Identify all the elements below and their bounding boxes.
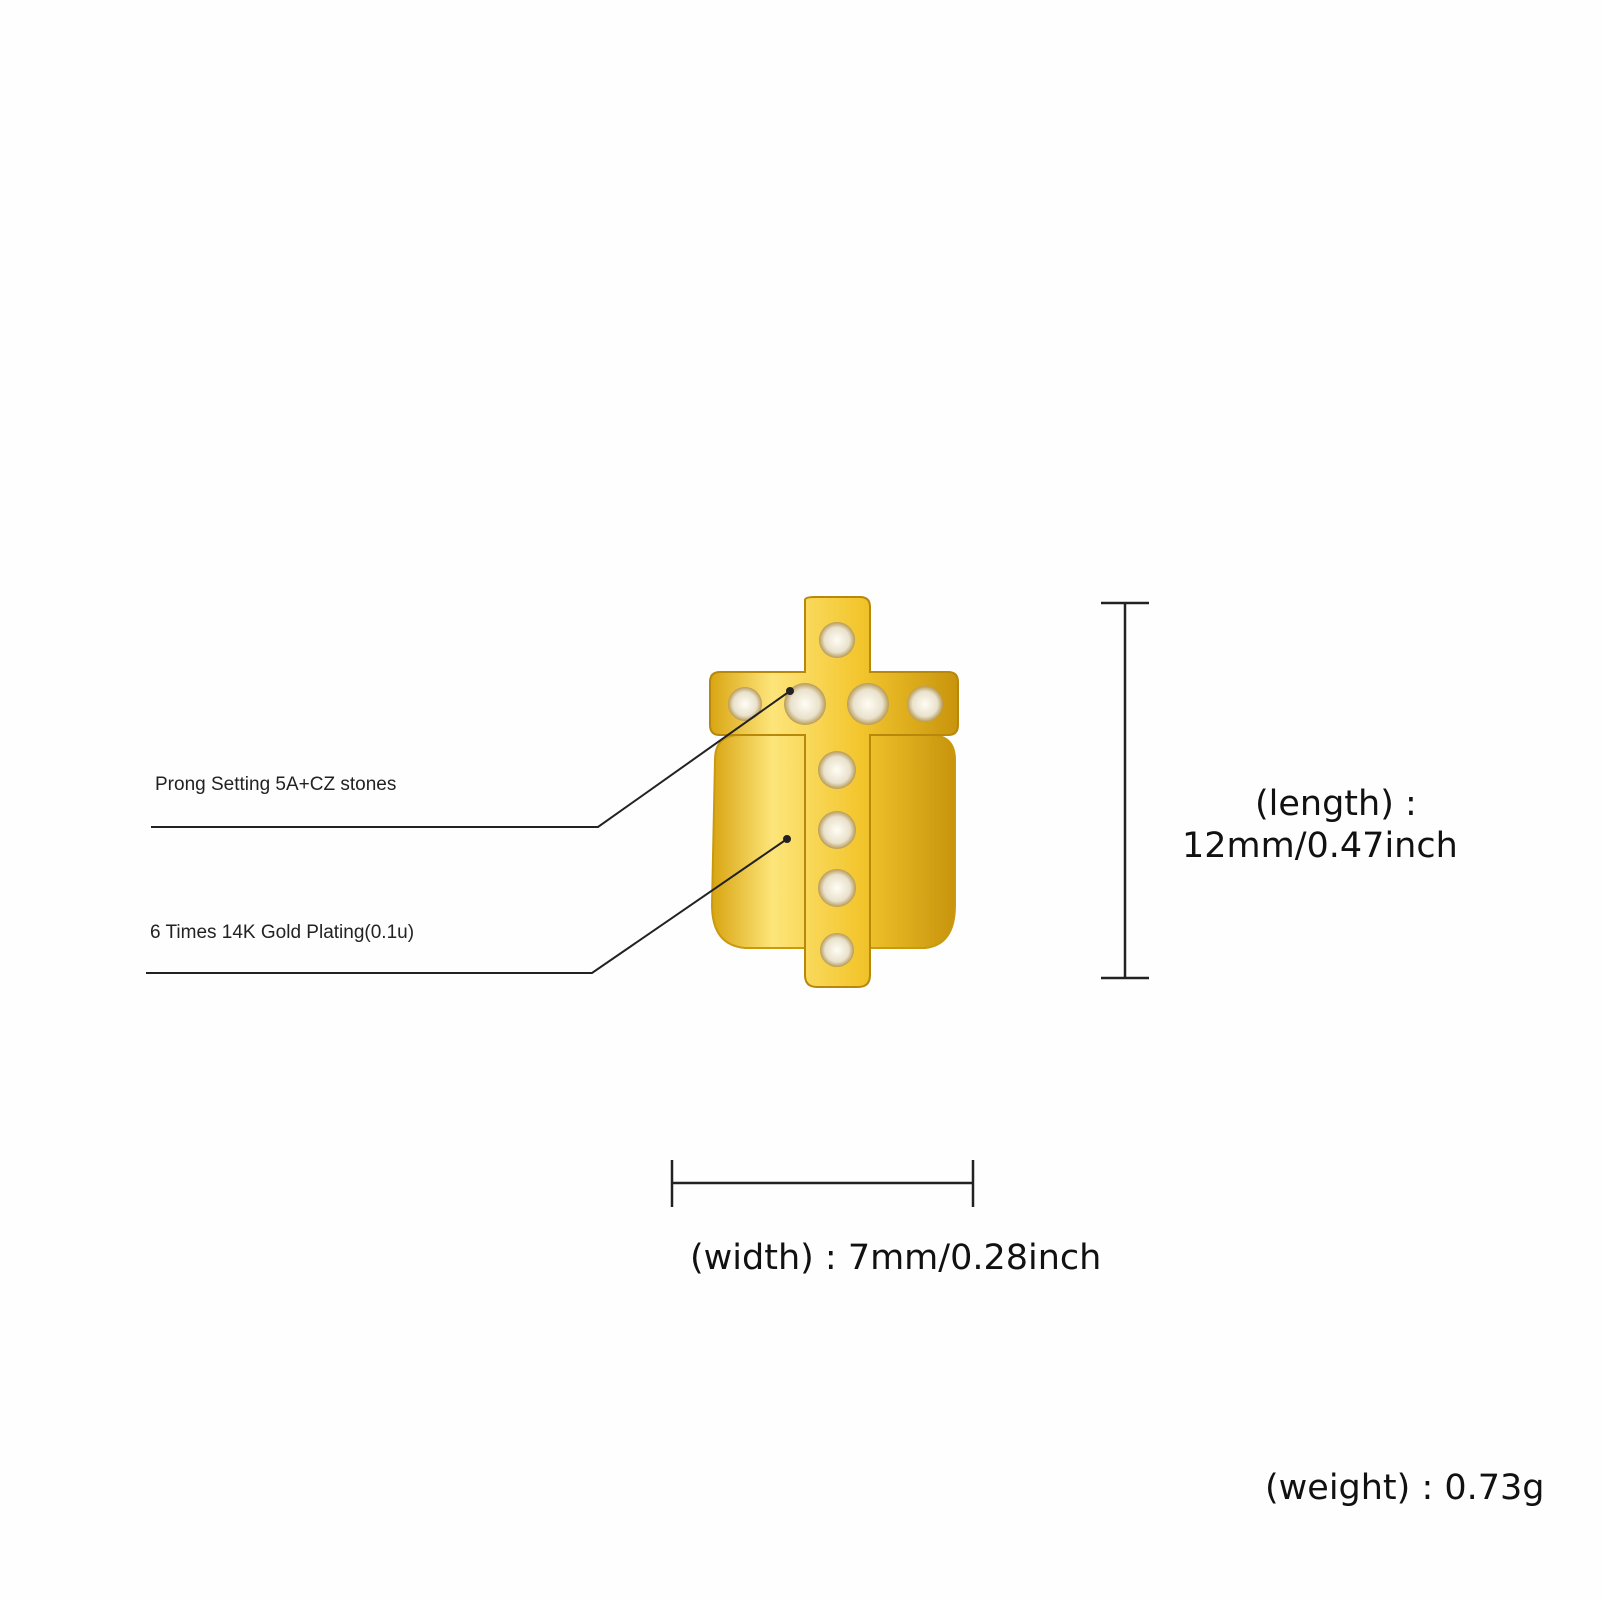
width-label: (width) : 7mm/0.28inch [690, 1238, 1102, 1278]
length-value: 12mm/0.47inch [1182, 826, 1458, 866]
gold-grill [709, 596, 959, 988]
callout-lines [146, 690, 791, 974]
length-label: (length) : [1255, 784, 1417, 824]
weight-label: (weight) : 0.73g [1265, 1468, 1545, 1508]
width-dimension-line [670, 1160, 975, 1207]
stones-callout: Prong Setting 5A+CZ stones [155, 774, 397, 795]
plating-callout: 6 Times 14K Gold Plating(0.1u) [150, 922, 415, 943]
cz-stones [728, 622, 943, 967]
length-dimension-line [1101, 601, 1149, 980]
